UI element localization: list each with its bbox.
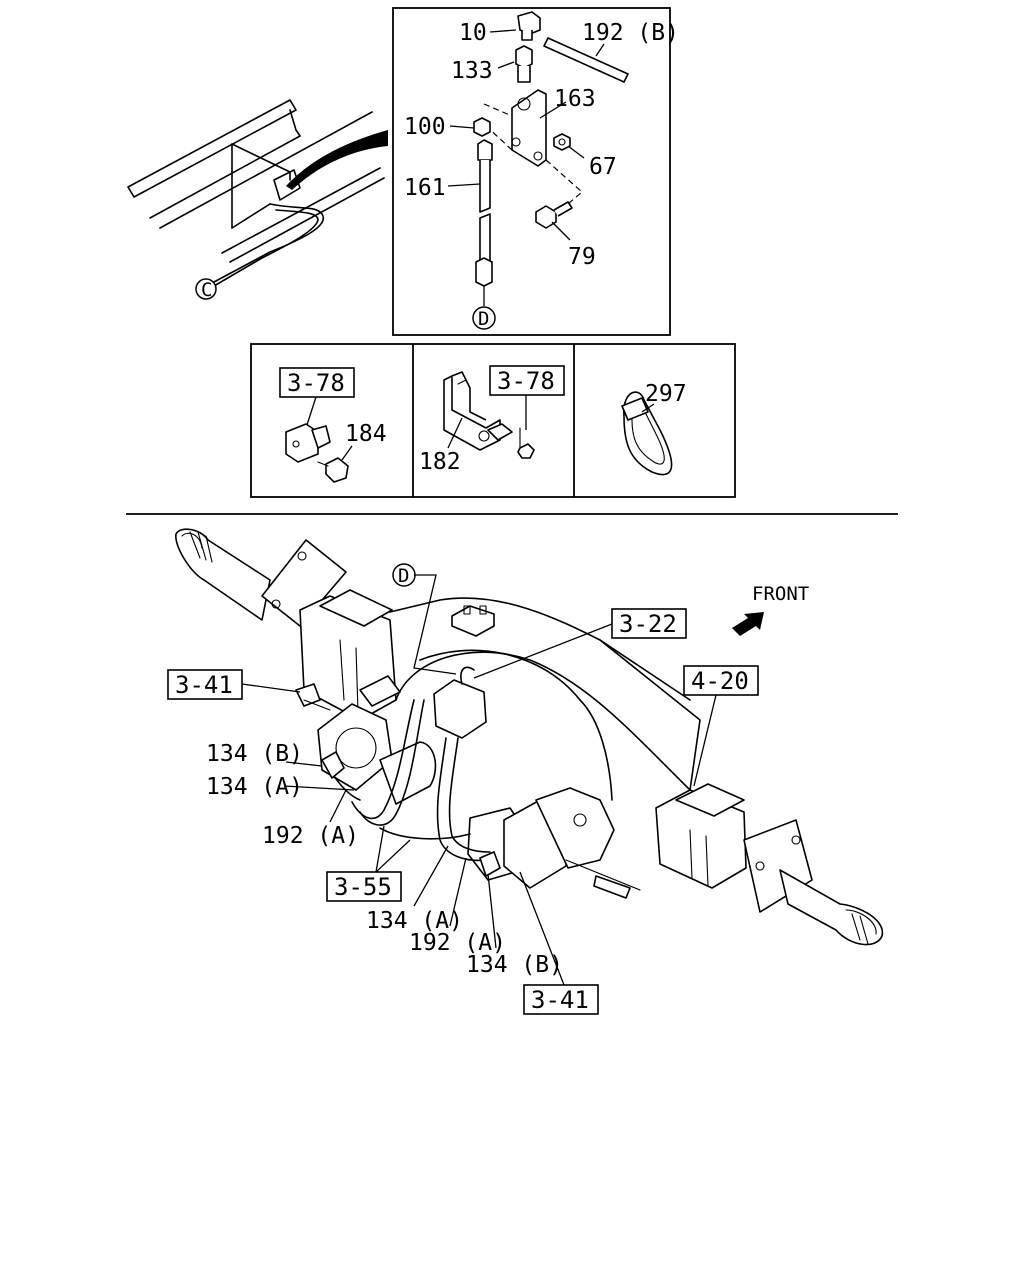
accessory-panels bbox=[250, 343, 736, 498]
callout-134b-left: 134 (B) bbox=[206, 741, 303, 767]
marker-d-top-label: D bbox=[478, 308, 489, 330]
ref-box-322 bbox=[611, 608, 687, 639]
callout-192b: 192 (B) bbox=[582, 20, 679, 46]
callout-161: 161 bbox=[404, 175, 446, 201]
ref-box-378-left bbox=[279, 367, 355, 398]
callout-184: 184 bbox=[345, 421, 387, 447]
marker-d-main-label: D bbox=[398, 565, 409, 587]
ref-box-420 bbox=[683, 665, 759, 696]
callout-134b-bottom: 134 (B) bbox=[466, 952, 563, 978]
callout-192a-bottom: 192 (A) bbox=[409, 930, 506, 956]
ref-378-left: 3-78 bbox=[287, 369, 345, 397]
frame-rail-view: C bbox=[127, 99, 388, 301]
marker-c-label: C bbox=[201, 279, 212, 301]
ref-box-355 bbox=[326, 871, 402, 902]
callout-297: 297 bbox=[645, 381, 687, 407]
callout-10: 10 bbox=[459, 20, 487, 46]
air-hose-routing bbox=[321, 666, 501, 877]
callout-133: 133 bbox=[451, 58, 493, 84]
left-brake-chamber bbox=[295, 675, 437, 805]
ref-355: 3-55 bbox=[334, 873, 392, 901]
callout-192a-left: 192 (A) bbox=[262, 823, 359, 849]
bracket-182-drawing: 3-78 bbox=[443, 365, 565, 459]
ref-341-bottom: 3-41 bbox=[531, 986, 589, 1014]
arrow-icon bbox=[732, 612, 764, 636]
callout-79: 79 bbox=[568, 244, 596, 270]
detail-frame-top bbox=[392, 7, 671, 336]
callout-67: 67 bbox=[589, 154, 617, 180]
callout-134a-left: 134 (A) bbox=[206, 774, 303, 800]
detail-parts: D bbox=[472, 11, 629, 330]
marker-c bbox=[195, 278, 217, 300]
ref-box-341-bottom bbox=[523, 984, 599, 1015]
ref-378-mid: 3-78 bbox=[497, 367, 555, 395]
top-leaders bbox=[447, 29, 605, 306]
right-brake-chamber bbox=[467, 787, 641, 899]
main-leaders bbox=[283, 761, 497, 949]
cable-tie-297-drawing bbox=[621, 391, 673, 476]
callout-163: 163 bbox=[554, 86, 596, 112]
ref-420: 4-20 bbox=[691, 667, 749, 695]
callout-100: 100 bbox=[404, 114, 446, 140]
front-direction: FRONT bbox=[732, 583, 809, 636]
ref-box-341-left bbox=[167, 669, 243, 700]
ref-box-378-mid bbox=[489, 365, 565, 396]
ref-341-left: 3-41 bbox=[175, 671, 233, 699]
callout-134a-bottom: 134 (A) bbox=[366, 908, 463, 934]
callout-182: 182 bbox=[419, 449, 461, 475]
front-label: FRONT bbox=[752, 583, 809, 605]
ref-322: 3-22 bbox=[619, 610, 677, 638]
marker-d-top bbox=[472, 306, 496, 330]
clip-184-drawing: 3-78 bbox=[279, 367, 355, 483]
